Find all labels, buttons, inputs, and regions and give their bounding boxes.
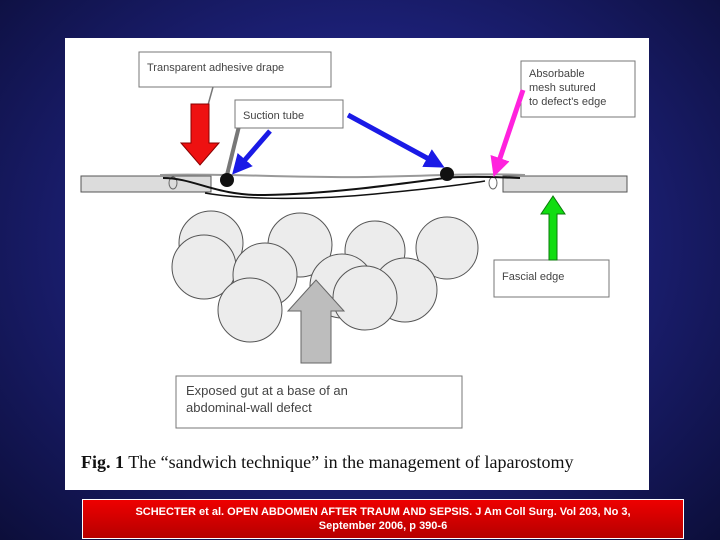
citation-banner: SCHECTER et al. OPEN ABDOMEN AFTER TRAUM… (82, 499, 684, 539)
blue-arrow-right (346, 112, 445, 168)
gut-label-box (175, 375, 463, 429)
gut-loops (171, 210, 479, 343)
gut-label-line1: Exposed gut at a base of an (186, 383, 348, 398)
caption-text: The “sandwich technique” in the manageme… (128, 452, 574, 472)
caption-prefix: Fig. 1 (81, 452, 124, 472)
mesh-label-line2: mesh sutured (529, 82, 596, 94)
suction-tube-tip-right (440, 167, 454, 181)
mesh-label-box (520, 60, 636, 118)
figure-panel: Transparent adhesive drape Suction tube … (65, 38, 649, 490)
left-fascia (80, 175, 212, 193)
mesh-label-line1: Absorbable (529, 68, 585, 80)
gut-label-line2: abdominal-wall defect (186, 400, 312, 415)
red-arrow (179, 103, 221, 166)
lower-mesh-line (204, 180, 486, 200)
drape-label: Transparent adhesive drape (147, 62, 284, 74)
mesh-label-line3: to defect's edge (529, 96, 606, 108)
gut-loop (217, 277, 283, 343)
figure-caption: Fig. 1 The “sandwich technique” in the m… (81, 452, 574, 473)
adhesive-drape (159, 173, 526, 179)
right-fascia (502, 175, 628, 193)
citation-line1: SCHECTER et al. OPEN ABDOMEN AFTER TRAUM… (135, 506, 631, 518)
suture-left (168, 176, 178, 190)
gut-loop (415, 216, 479, 280)
suction-label: Suction tube (243, 110, 304, 122)
suction-label-box (234, 99, 344, 129)
gut-loop (332, 265, 398, 331)
green-arrow (540, 195, 566, 261)
magenta-arrow (490, 89, 526, 178)
suction-tube-tip-left (220, 173, 234, 187)
fascial-label: Fascial edge (502, 271, 564, 283)
drape-label-box (138, 51, 332, 88)
sandwich-technique-diagram: Transparent adhesive drape Suction tube … (80, 51, 636, 429)
citation-line2: September 2006, p 390-6 (318, 520, 448, 532)
blue-arrow-left (232, 129, 272, 175)
mesh-line (162, 175, 521, 197)
gray-up-arrow (286, 279, 346, 364)
suture-right (488, 176, 498, 190)
